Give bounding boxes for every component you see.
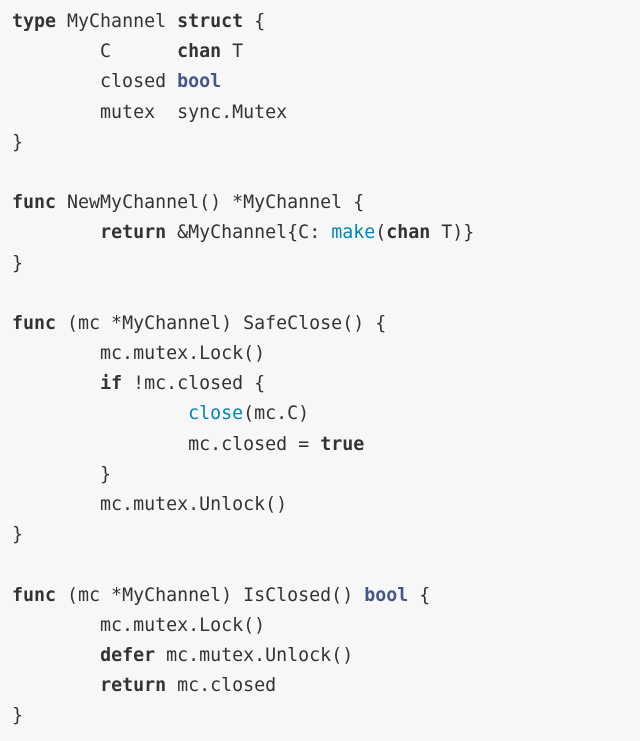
code-token: T: [221, 41, 244, 63]
code-token: [12, 222, 100, 243]
code-token: }: [12, 252, 24, 274]
code-token: (mc.C): [243, 403, 310, 425]
code-line: closed bool: [12, 67, 474, 97]
code-token: if: [100, 373, 123, 395]
code-line: [12, 550, 474, 580]
code-line: func NewMyChannel() *MyChannel {: [12, 188, 474, 218]
code-token: T)}: [430, 222, 475, 244]
code-token: func: [12, 192, 57, 214]
code-token: (mc *MyChannel) IsClosed(): [56, 584, 365, 606]
code-token: &MyChannel{C:: [166, 222, 332, 244]
code-token: }: [12, 705, 24, 727]
code-token: mc.mutex.Lock(): [12, 614, 266, 636]
code-token: mc.closed =: [12, 433, 321, 455]
code-line: }: [12, 701, 474, 731]
code-token: type: [12, 11, 57, 32]
code-listing: type MyChannel struct { C chan T closed …: [12, 7, 474, 732]
code-token: mc.mutex.Unlock(): [12, 494, 288, 515]
code-token: func: [12, 312, 57, 334]
code-token: mutex sync.Mutex: [12, 101, 288, 123]
code-token: (mc *MyChannel) SafeClose() {: [56, 312, 387, 334]
code-token: [12, 645, 100, 666]
code-line: close(mc.C): [12, 399, 474, 429]
code-line: }: [12, 128, 474, 158]
code-token: (: [375, 222, 387, 244]
code-token: }: [12, 463, 112, 485]
code-line: mutex sync.Mutex: [12, 98, 474, 128]
code-line: }: [12, 520, 474, 550]
code-line: func (mc *MyChannel) SafeClose() {: [12, 309, 474, 339]
code-line: [12, 158, 474, 188]
code-line: type MyChannel struct {: [12, 7, 474, 37]
code-token: {: [243, 11, 266, 32]
code-token: defer: [100, 644, 156, 666]
code-line: C chan T: [12, 37, 474, 67]
code-token: [12, 675, 100, 696]
code-line: [12, 279, 474, 309]
code-line: }: [12, 249, 474, 279]
code-token: NewMyChannel() *MyChannel {: [56, 192, 365, 214]
code-token: [12, 403, 188, 424]
code-token: chan: [386, 222, 431, 244]
code-token: MyChannel: [56, 11, 178, 32]
code-line: }: [12, 460, 474, 490]
code-line: mc.mutex.Lock(): [12, 339, 474, 369]
code-token: }: [12, 131, 24, 153]
code-token: !mc.closed {: [122, 373, 266, 395]
code-token: mc.closed: [166, 675, 277, 697]
code-token: closed: [12, 71, 178, 93]
code-line: return &MyChannel{C: make(chan T)}: [12, 218, 474, 248]
code-token: [12, 373, 100, 394]
code-line: mc.mutex.Lock(): [12, 611, 474, 641]
code-token: struct: [177, 11, 244, 32]
code-line: func (mc *MyChannel) IsClosed() bool {: [12, 581, 474, 611]
code-token: make: [331, 222, 376, 244]
code-token: mc.mutex.Unlock(): [155, 644, 354, 666]
code-token: C: [12, 41, 178, 63]
code-token: mc.mutex.Lock(): [12, 343, 266, 365]
code-line: defer mc.mutex.Unlock(): [12, 641, 474, 671]
code-token: true: [320, 433, 365, 455]
code-token: chan: [177, 41, 222, 63]
code-token: func: [12, 584, 57, 606]
code-line: mc.closed = true: [12, 430, 474, 460]
code-token: close: [188, 403, 244, 425]
code-token: return: [100, 222, 167, 244]
code-token: bool: [364, 584, 409, 606]
code-token: {: [408, 584, 431, 606]
code-line: if !mc.closed {: [12, 369, 474, 399]
code-line: mc.mutex.Unlock(): [12, 490, 474, 520]
code-token: }: [12, 524, 24, 546]
code-token: bool: [177, 71, 222, 93]
code-token: return: [100, 675, 167, 697]
code-line: return mc.closed: [12, 671, 474, 701]
